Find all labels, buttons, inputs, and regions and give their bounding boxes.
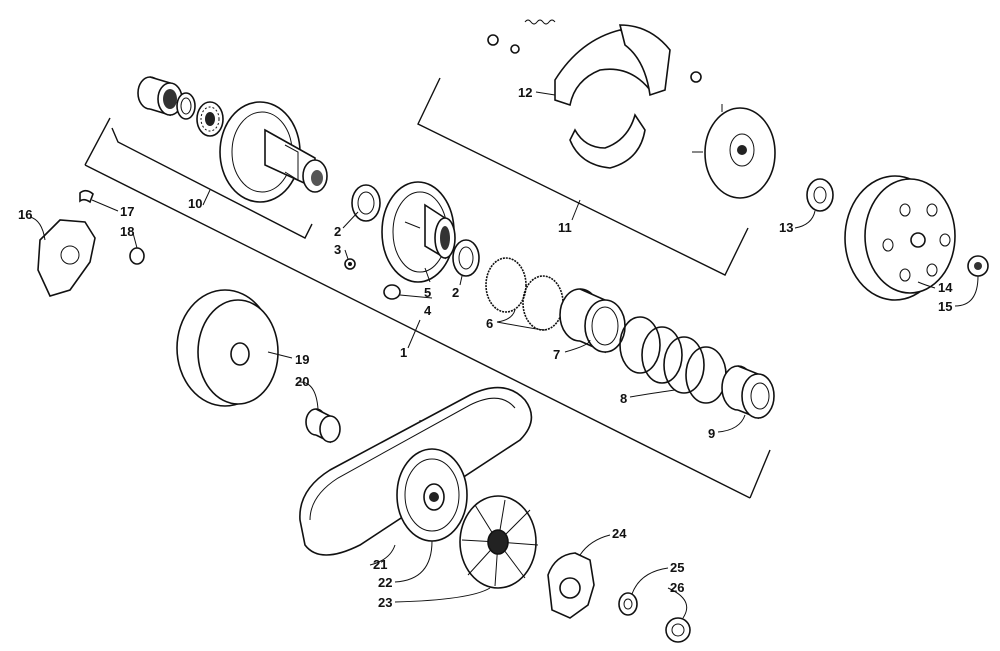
label-15: 15 [938, 299, 952, 314]
label-22: 22 [378, 575, 392, 590]
label-9: 9 [708, 426, 715, 441]
label-5: 5 [424, 285, 431, 300]
clutch-drive-plate [690, 71, 776, 199]
ratchet-plate [547, 552, 595, 619]
label-1: 1 [400, 345, 407, 360]
oil-seal-left [351, 184, 381, 222]
label-18: 18 [120, 224, 134, 239]
label-24: 24 [612, 526, 627, 541]
label-6: 6 [486, 316, 493, 331]
label-14: 14 [938, 280, 953, 295]
callout-labels: 1 2 3 4 5 2 6 7 8 9 10 11 12 13 14 15 16… [18, 85, 953, 610]
drum-nut [967, 255, 989, 277]
clutch-shoe-upper [554, 24, 671, 107]
movable-drive-face [396, 448, 468, 542]
oil-seal-right [452, 239, 480, 277]
clutch-shoe-lower [569, 113, 646, 169]
label-20: 20 [295, 374, 309, 389]
o-rings [485, 257, 564, 331]
ball-bearing [196, 101, 224, 137]
leader-lines [29, 91, 979, 619]
label-25: 25 [670, 560, 684, 575]
clutch-spring-and-nuts [487, 19, 556, 54]
label-10: 10 [188, 196, 202, 211]
label-7: 7 [553, 347, 560, 362]
label-17: 17 [120, 204, 134, 219]
label-16: 16 [18, 207, 32, 222]
label-3: 3 [334, 242, 341, 257]
label-2-right: 2 [452, 285, 459, 300]
drive-washer [618, 592, 638, 616]
label-11: 11 [558, 220, 572, 235]
collar-sleeve [559, 288, 626, 354]
bracket-assembly-1 [84, 117, 771, 499]
guide-pin [344, 258, 356, 270]
drive-fan [459, 495, 539, 589]
slider [79, 189, 94, 204]
collar [129, 247, 145, 265]
movable-sheave [381, 181, 456, 283]
drive-belt [299, 386, 533, 556]
thrust-washer [176, 92, 196, 120]
label-13: 13 [779, 220, 793, 235]
bracket-assembly-11 [417, 77, 749, 276]
bracket-assembly-10 [111, 127, 313, 239]
label-4: 4 [424, 303, 432, 318]
driven-fixed-sheave [219, 101, 328, 203]
label-23: 23 [378, 595, 392, 610]
pin-collar [383, 284, 401, 300]
drive-fixed-sheave [176, 289, 279, 407]
label-26: 26 [670, 580, 684, 595]
spring-seat [721, 365, 775, 420]
needle-bearing [137, 76, 183, 117]
label-2-left: 2 [334, 224, 341, 239]
clutch-nut [806, 178, 834, 212]
label-12: 12 [518, 85, 532, 100]
sheave-collar [305, 408, 341, 444]
label-21: 21 [373, 557, 387, 572]
ramp-plate [37, 219, 96, 297]
label-8: 8 [620, 391, 627, 406]
label-19: 19 [295, 352, 309, 367]
drive-nut [665, 617, 691, 643]
clutch-drum [844, 175, 956, 301]
